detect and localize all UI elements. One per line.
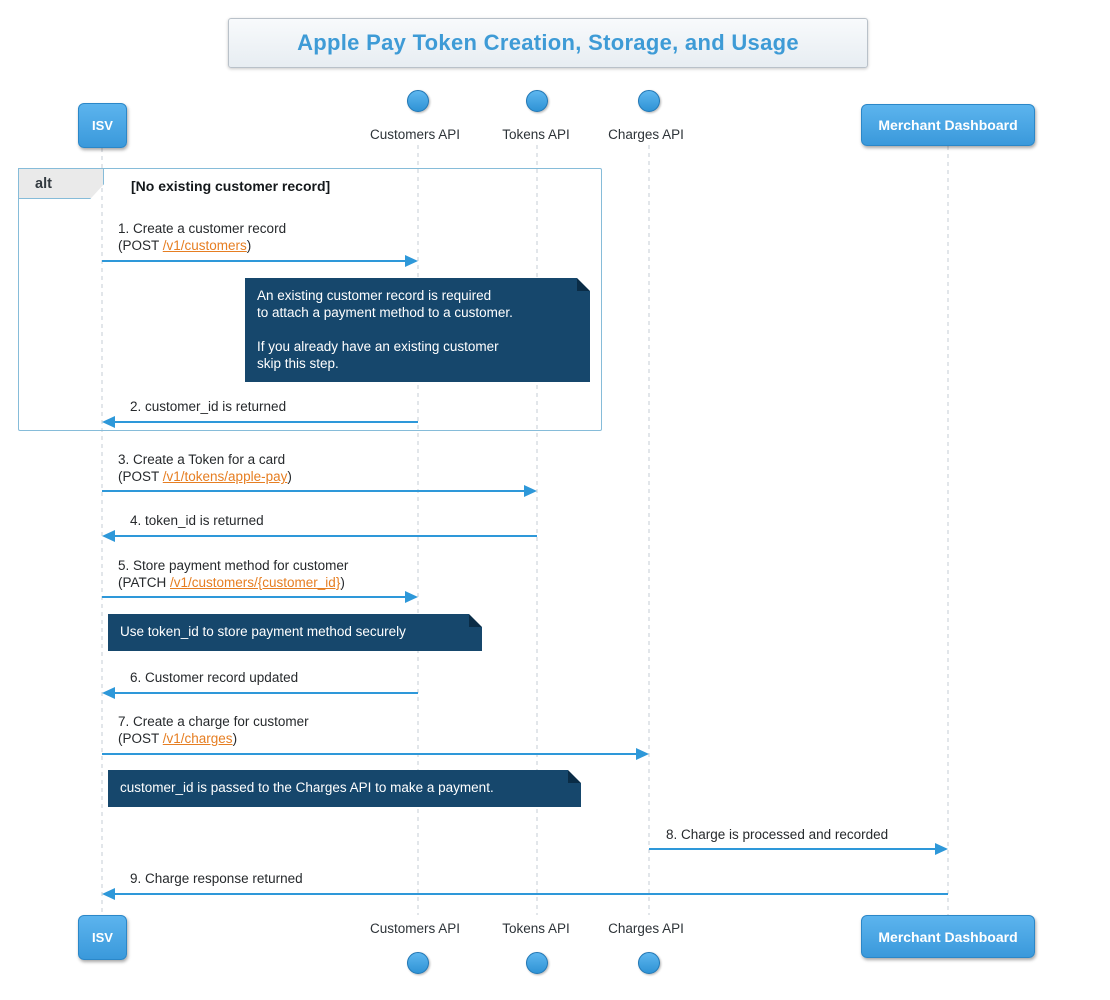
participant-customers-api-bottom: Customers API [369,921,461,936]
message-8-label: 8. Charge is processed and recorded [666,826,888,843]
note-existing-customer-text: An existing customer record is required … [257,288,513,371]
message-7-arrow [102,748,649,760]
diagram-title: Apple Pay Token Creation, Storage, and U… [228,18,868,68]
message-8-arrow [649,843,948,855]
message-5-line2: (PATCH /v1/customers/{customer_id}) [118,575,345,590]
note-store-token: Use token_id to store payment method sec… [108,614,482,651]
message-4-arrow [102,530,537,542]
message-3-link[interactable]: /v1/tokens/apple-pay [162,469,288,484]
message-7-label: 7. Create a charge for customer (POST /v… [118,713,309,747]
message-1-label: 1. Create a customer record (POST /v1/cu… [118,220,286,254]
participant-tokens-api-bottom: Tokens API [502,921,570,936]
participant-isv-bottom: ISV [78,915,127,960]
actor-circle-tokens-bottom [526,952,548,974]
message-2-line1: 2. customer_id is returned [130,399,287,414]
message-6-arrow [102,687,418,699]
note-store-token-text: Use token_id to store payment method sec… [120,624,406,639]
participant-customers-api-top: Customers API [369,127,461,142]
actor-circle-customers-top [407,90,429,112]
message-2-label: 2. customer_id is returned [130,398,286,415]
message-7-line1: 7. Create a charge for customer [118,714,309,729]
message-9-label: 9. Charge response returned [130,870,303,887]
message-8-line1: 8. Charge is processed and recorded [666,827,889,842]
participant-charges-api-top: Charges API [608,127,684,142]
message-4-label: 4. token_id is returned [130,512,264,529]
message-1-line2: (POST /v1/customers) [118,238,252,253]
message-7-line2: (POST /v1/charges) [118,731,238,746]
actor-circle-customers-bottom [407,952,429,974]
message-9-line1: 9. Charge response returned [130,871,303,886]
message-1-line1: 1. Create a customer record [118,221,287,236]
note-existing-customer: An existing customer record is required … [245,278,590,382]
alt-frame: alt [No existing customer record] [18,168,602,431]
message-6-label: 6. Customer record updated [130,669,298,686]
message-5-link[interactable]: /v1/customers/{customer_id} [170,575,341,590]
participant-charges-api-bottom: Charges API [608,921,684,936]
message-1-link[interactable]: /v1/customers [162,238,247,253]
note-charge-customer-id-text: customer_id is passed to the Charges API… [120,780,494,795]
message-9-arrow [102,888,948,900]
message-3-arrow [102,485,537,497]
participant-tokens-api-top: Tokens API [502,127,570,142]
message-3-line2: (POST /v1/tokens/apple-pay) [118,469,292,484]
participant-merchant-dashboard-top: Merchant Dashboard [861,104,1035,146]
message-6-line1: 6. Customer record updated [130,670,299,685]
note-fold-icon [568,770,581,783]
actor-circle-tokens-top [526,90,548,112]
message-3-label: 3. Create a Token for a card (POST /v1/t… [118,451,292,485]
participant-merchant-dashboard-bottom: Merchant Dashboard [861,915,1035,958]
alt-frame-condition: [No existing customer record] [131,178,331,194]
message-4-line1: 4. token_id is returned [130,513,264,528]
participant-isv-top: ISV [78,103,127,148]
alt-frame-label: alt [18,168,104,199]
note-fold-icon [469,614,482,627]
actor-circle-charges-top [638,90,660,112]
message-5-label: 5. Store payment method for customer (PA… [118,557,348,591]
message-5-line1: 5. Store payment method for customer [118,558,349,573]
message-5-arrow [102,591,418,603]
actor-circle-charges-bottom [638,952,660,974]
message-7-link[interactable]: /v1/charges [162,731,233,746]
message-3-line1: 3. Create a Token for a card [118,452,286,467]
note-charge-customer-id: customer_id is passed to the Charges API… [108,770,581,807]
